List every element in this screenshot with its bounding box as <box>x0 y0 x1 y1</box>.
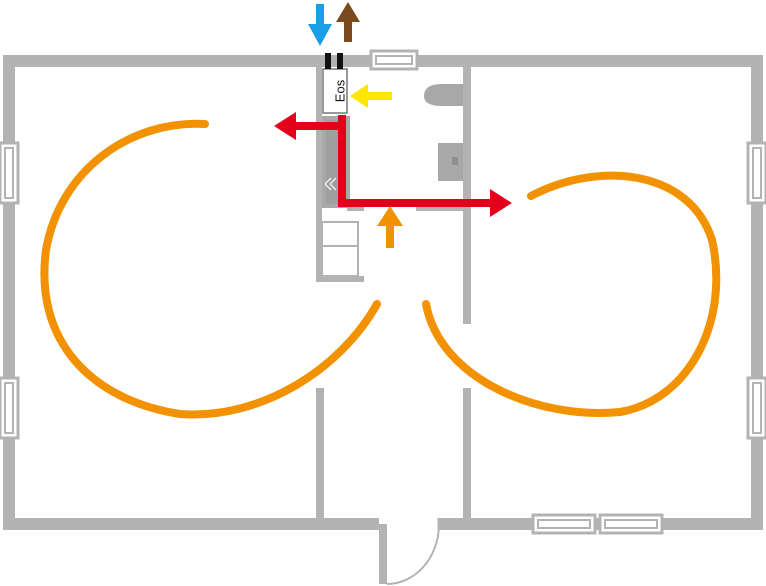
window-bottom-2 <box>598 513 664 535</box>
supply-arrow-left-icon <box>274 112 296 140</box>
windows <box>0 49 766 535</box>
window-left-lower <box>0 376 20 440</box>
interior-walls <box>316 60 471 524</box>
arrow-up-icon <box>336 2 360 42</box>
supply-duct <box>294 115 490 207</box>
wall-left <box>3 55 15 530</box>
unit-label: Eos <box>333 79 348 102</box>
circulation-curve-left <box>40 119 381 419</box>
supply-arrow-right-icon <box>490 189 512 217</box>
toilet-icon <box>424 84 463 106</box>
window-right-lower <box>746 376 766 440</box>
wall-bath-stub-left <box>347 205 364 211</box>
ventilation-unit: Eos <box>322 68 348 114</box>
duct-connections <box>325 53 343 69</box>
window-left-upper <box>0 141 20 205</box>
outer-walls <box>3 55 763 530</box>
wall-bath-bottom <box>316 276 364 282</box>
circulation-curve-right <box>422 171 721 417</box>
circulation-flows <box>40 119 721 419</box>
wall-mid-left-lower <box>316 388 324 524</box>
cabinet-icon <box>321 221 359 277</box>
door-icon <box>379 516 441 585</box>
return-arrow-up-icon <box>377 206 403 248</box>
arrow-down-icon <box>308 4 332 46</box>
wall-mid-right-upper <box>463 60 471 324</box>
wall-bath-stub-right <box>416 205 468 211</box>
window-right-upper <box>746 141 766 205</box>
intake-arrow-left-icon <box>350 84 392 108</box>
window-bottom-1 <box>531 513 597 535</box>
sink-icon <box>438 143 463 181</box>
window-top <box>369 49 419 71</box>
wall-bath-left <box>316 60 322 282</box>
wall-right <box>751 55 763 530</box>
wall-mid-right-lower <box>463 388 471 524</box>
